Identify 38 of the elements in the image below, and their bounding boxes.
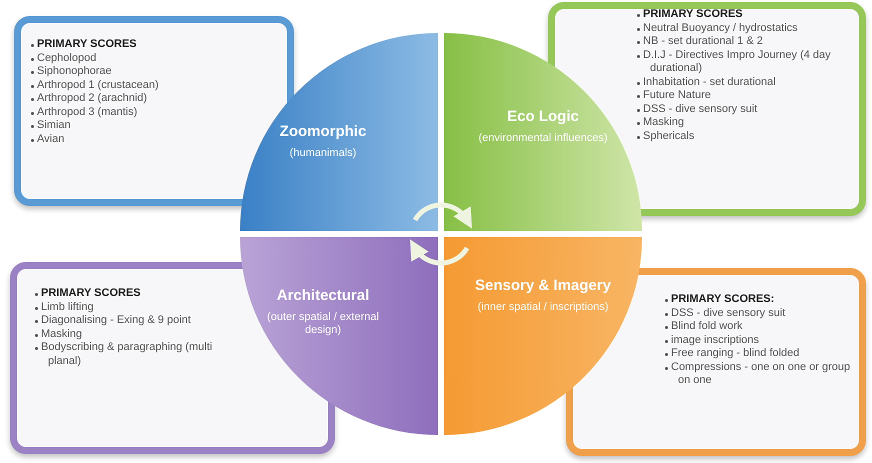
quadrant-title: Architectural: [276, 287, 370, 305]
list-item: image inscriptions: [671, 334, 760, 347]
list-item: Free ranging - blind folded: [671, 347, 800, 360]
list-item: Compressions - one on one or group on one: [671, 360, 852, 388]
list-item: D.I.J - Directives Impro Journey (4 day durational): [643, 48, 832, 76]
quadrant-title: Eco Logic: [506, 108, 580, 126]
list-item: Neutral Buoyancy / hydrostatics: [643, 22, 799, 35]
list-item: Avian: [37, 132, 66, 146]
card-heading: PRIMARY SCORES:: [671, 293, 776, 306]
quadrant-subtitle: (environmental influences): [477, 132, 608, 145]
quadrant-subtitle: (inner spatial / inscriptions): [476, 301, 610, 314]
quadrant-title: Sensory & Imagery: [474, 277, 612, 295]
quadrant-subtitle: (humanimals): [288, 147, 358, 160]
quadrant-title: Zoomorphic: [278, 123, 368, 141]
list-item: Arthropod 1 (crustacean): [37, 78, 160, 92]
list-item: Inhabitation - set durational: [643, 76, 777, 89]
list-item: Future Nature: [643, 89, 712, 102]
card-heading: PRIMARY SCORES: [643, 8, 744, 22]
quadrant-subtitle: (outer spatial / external design): [266, 311, 380, 337]
list-item: Arthropod 2 (arachnid): [37, 92, 148, 106]
list-item: Simian: [37, 119, 72, 132]
list-item: Sphericals: [643, 130, 696, 143]
list-item: Blind fold work: [671, 320, 744, 334]
list-item: DSS - dive sensory suit: [643, 102, 758, 116]
list-item: Masking: [41, 328, 83, 341]
cycle-arrow: [412, 202, 473, 228]
list-item: Cepholopod: [37, 52, 98, 65]
list-item: Masking: [643, 116, 685, 130]
list-item: DSS - dive sensory suit: [671, 306, 786, 320]
cycle-arrow: [409, 240, 470, 266]
list-item: Siphonophorae: [37, 65, 113, 78]
list-item: Arthropod 3 (mantis): [37, 106, 138, 119]
list-item: Diagonalising - Exing & 9 point: [41, 314, 192, 328]
card-heading: PRIMARY SCORES: [37, 38, 138, 52]
list-item: Limb lifting: [41, 300, 95, 314]
list-item: NB - set durational 1 & 2: [643, 35, 764, 48]
list-item: Bodyscribing & paragraphing (multi planal): [41, 341, 214, 368]
card-heading: PRIMARY SCORES: [41, 287, 142, 300]
